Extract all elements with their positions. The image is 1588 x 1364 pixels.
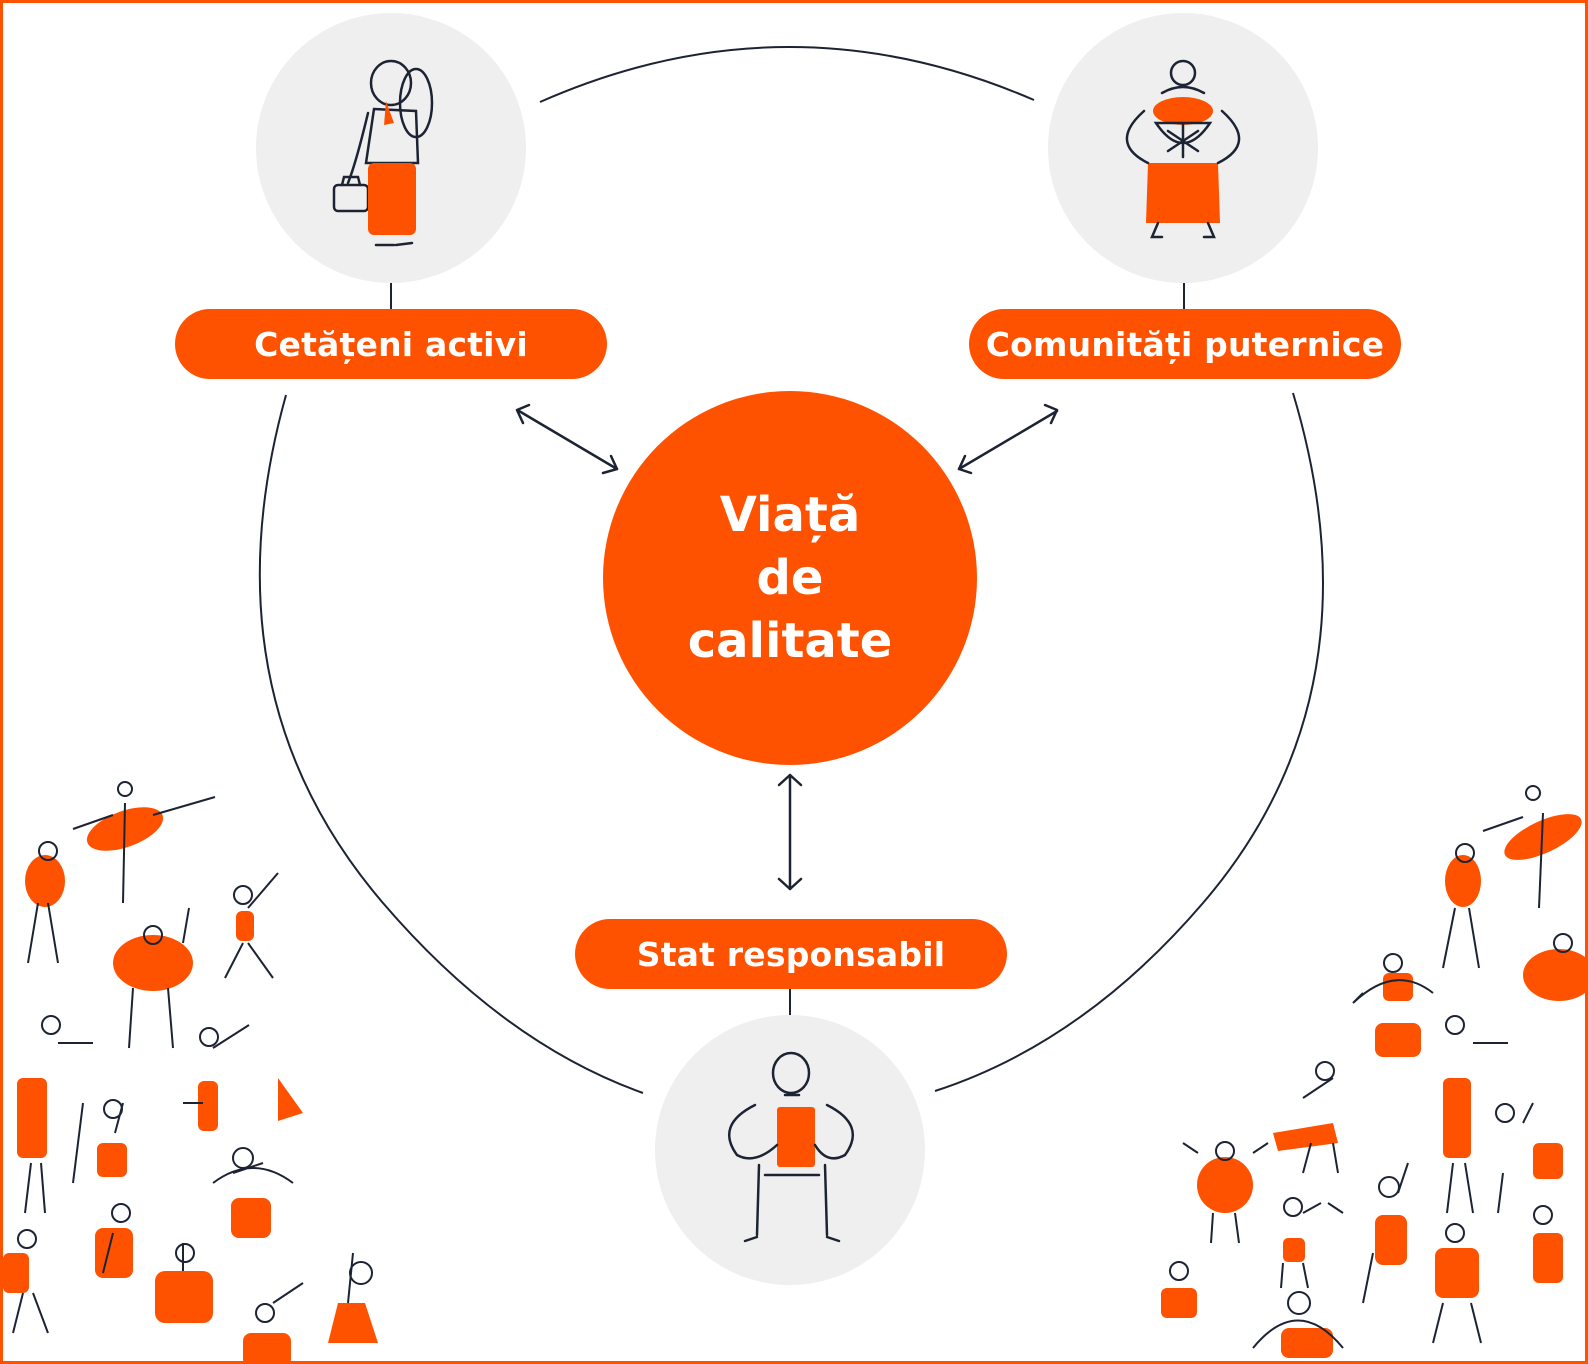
person-with-briefcase-illustration xyxy=(332,59,434,247)
responsible-state-avatar xyxy=(655,1015,925,1285)
node-label-responsible-state: Stat responsabil xyxy=(575,919,1007,989)
node-label-active-citizens: Cetățeni activi xyxy=(175,309,607,379)
strong-community-avatar xyxy=(1048,13,1318,283)
arrow-left-double xyxy=(515,403,619,475)
arrow-right-double xyxy=(957,403,1059,475)
center-title-line-1: Viață xyxy=(719,486,861,543)
diagram-connectors xyxy=(3,46,1585,1361)
outer-arc-left xyxy=(258,394,644,1094)
outer-arc-top xyxy=(539,46,1035,103)
arrow-vertical-double xyxy=(777,773,803,891)
node-label-strong-communities: Comunități puternice xyxy=(969,309,1401,379)
outer-arc-right xyxy=(934,392,1324,1092)
person-with-document-illustration xyxy=(727,1051,855,1243)
crowd-illustration-right xyxy=(1161,785,1585,1358)
center-title-line-3: calitate xyxy=(687,612,893,669)
crowd-illustration-left xyxy=(3,781,378,1361)
center-title-line-2: de xyxy=(756,549,824,606)
active-citizen-avatar xyxy=(256,13,526,283)
person-with-bowl-illustration xyxy=(1125,59,1241,239)
center-node-quality-of-life: Viață de calitate xyxy=(603,391,977,765)
